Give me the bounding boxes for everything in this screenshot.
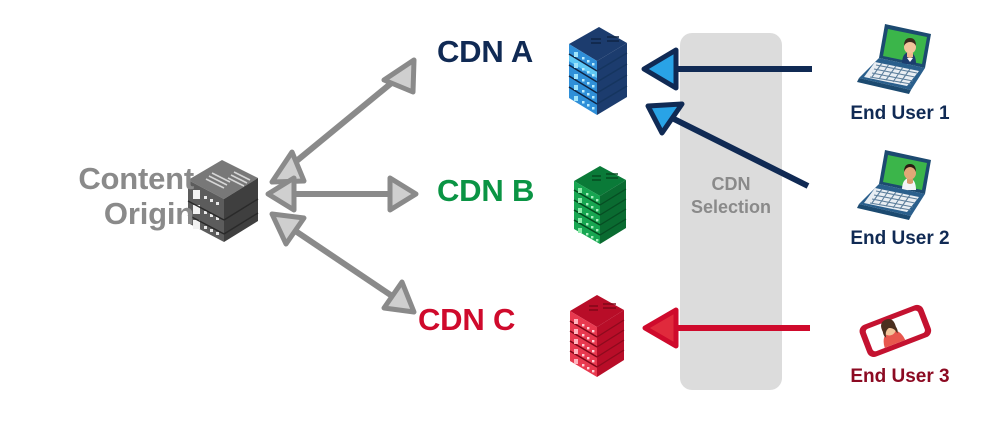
end-user-1-label: End User 1: [850, 103, 950, 124]
end-user-3-to-cdn-c-arrow: [642, 307, 810, 349]
end-user-2-laptop-icon: [845, 148, 945, 226]
content-origin-label-line2: Origin: [103, 195, 194, 231]
content-origin-label: Content Origin: [18, 161, 194, 231]
cdn-b-label: CDN B: [437, 173, 535, 208]
cdn-selection-band: [680, 33, 782, 390]
end-user-2-label: End User 2: [850, 228, 950, 249]
cdn-selection-label-line1: CDN: [711, 174, 751, 194]
cdn-c-label: CDN C: [418, 302, 516, 337]
cdn-a-server-icon: [567, 24, 629, 118]
end-user-2-to-cdn-a-arrow: [645, 101, 810, 189]
cdn-c-server-icon: [568, 292, 626, 380]
cdn-selection-label-line2: Selection: [690, 197, 772, 218]
content-origin-label-line1: Content: [78, 161, 194, 196]
end-user-1-laptop-icon: [845, 22, 945, 100]
end-user-1-to-cdn-a-arrow: [641, 47, 812, 91]
cdn-selection-label: CDN Selection: [679, 173, 783, 220]
origin-to-cdn-c-arrow: [269, 211, 417, 315]
end-user-3-label: End User 3: [850, 366, 950, 387]
end-user-3-smartphone-icon: [845, 296, 945, 364]
content-origin-icon: [186, 158, 260, 244]
origin-to-cdn-a-arrow: [269, 57, 417, 185]
origin-to-cdn-b-arrow: [265, 175, 419, 213]
cdn-a-label: CDN A: [437, 34, 534, 69]
cdn-b-server-icon: [572, 163, 628, 247]
